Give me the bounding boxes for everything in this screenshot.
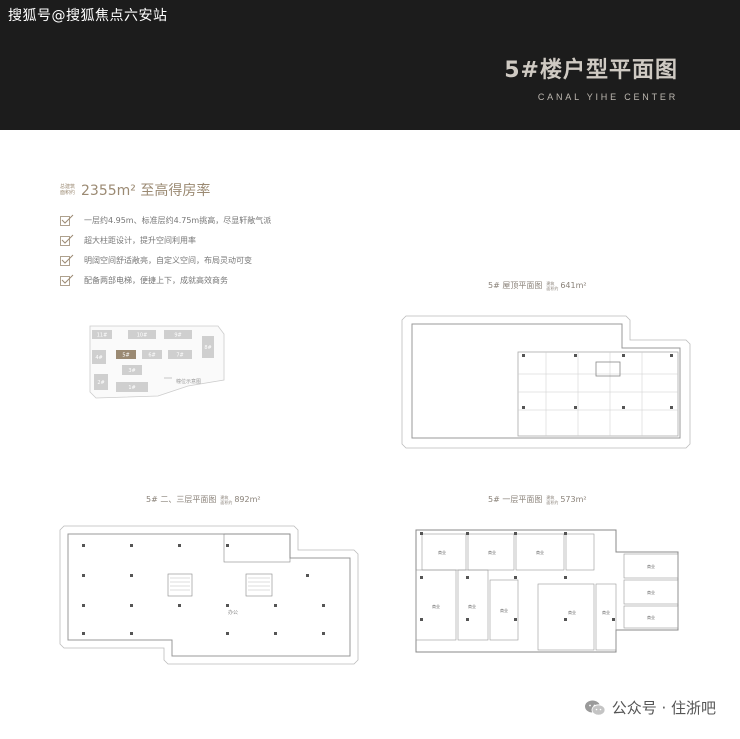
feature-text: 超大柱距设计，提升空间利用率 — [84, 235, 196, 245]
roof-plan-tag-bottom: 面积约 — [546, 285, 559, 291]
room-label: 商业 — [438, 549, 446, 555]
site-building — [202, 336, 214, 358]
upper-plan-area: 892m² — [234, 495, 261, 504]
header-banner: 搜狐号@搜狐焦点六安站 5#楼户型平面图 CANAL YIHE CENTER — [0, 0, 740, 130]
roof-plan — [401, 315, 691, 449]
room-label: 商业 — [568, 609, 576, 615]
check-icon — [60, 254, 74, 266]
upper-plan-name: 5# 二、三层平面图 — [146, 495, 217, 504]
ground-plan-area: 573m² — [560, 495, 587, 504]
upper-floor-plan: 办公 — [59, 525, 359, 665]
feature-list: 一层约4.95m、标准层约4.75m挑高，尽显轩敞气派 超大柱距设计，提升空间利… — [60, 210, 271, 290]
room-label: 办公 — [228, 609, 238, 616]
page-subtitle: CANAL YIHE CENTER — [537, 92, 678, 102]
area-summary: 总建筑 面积约 2355m² 至高得房率 — [60, 180, 210, 200]
feature-item: 一层约4.95m、标准层约4.75m挑高，尽显轩敞气派 — [60, 210, 271, 230]
site-building — [122, 365, 142, 375]
feature-item: 配备两部电梯，便捷上下，成就高效商务 — [60, 270, 271, 290]
site-building — [116, 350, 136, 359]
room-label: 商业 — [536, 549, 544, 555]
site-map-caption: 幢位示意图 — [176, 378, 201, 385]
site-building — [116, 382, 148, 392]
ground-plan-tag-top: 建筑 — [546, 494, 555, 500]
footer-brand: 公众号 · 住浙吧 — [584, 697, 716, 718]
roof-plan-tag: 建筑面积约 — [546, 281, 558, 291]
site-building — [168, 350, 192, 359]
site-building-label: 6# — [148, 353, 155, 359]
site-building-label: 7# — [176, 353, 183, 359]
feature-item: 超大柱距设计，提升空间利用率 — [60, 230, 271, 250]
ground-plan-title: 5# 一层平面图 建筑面积约 573m² — [488, 494, 587, 505]
upper-plan-title: 5# 二、三层平面图 建筑面积约 892m² — [146, 494, 261, 505]
room-label: 商业 — [500, 607, 508, 613]
room-label: 商业 — [488, 549, 496, 555]
room-label: 商业 — [602, 609, 610, 615]
ground-floor-plan: 商业 商业 商业 商业 商业 商业 商业 商业 商业 商业 商业 — [415, 529, 679, 653]
area-text: 2355m² 至高得房率 — [81, 183, 211, 199]
site-map: 11# 10# 9# 4# 5# 6# 7# 8# 3# 2# 1# 幢位示意图 — [89, 325, 225, 399]
wechat-icon — [584, 700, 606, 716]
watermark: 搜狐号@搜狐焦点六安站 — [8, 8, 168, 24]
feature-text: 明阔空间舒适敞亮，自定义空间，布局灵动可变 — [84, 255, 252, 265]
footer-text: 公众号 · 住浙吧 — [611, 699, 716, 717]
roof-plan-tag-top: 建筑 — [546, 280, 555, 286]
site-building-label: 2# — [97, 380, 104, 386]
room-label: 商业 — [432, 603, 440, 609]
area-tag-top: 总建筑 — [60, 184, 76, 190]
check-icon — [60, 214, 74, 226]
room-label: 商业 — [647, 614, 655, 620]
site-building-label: 5# — [122, 353, 129, 359]
upper-plan-tag-top: 建筑 — [220, 494, 229, 500]
area-tag-bottom: 面积约 — [60, 190, 76, 196]
site-building — [92, 350, 106, 364]
feature-text: 配备两部电梯，便捷上下，成就高效商务 — [84, 275, 228, 285]
site-building-label: 9# — [174, 333, 181, 339]
upper-plan-tag-bottom: 面积约 — [220, 499, 233, 505]
roof-plan-area: 641m² — [560, 281, 587, 290]
roof-plan-title: 5# 屋顶平面图 建筑面积约 641m² — [488, 280, 587, 291]
room-label: 商业 — [468, 603, 476, 609]
check-icon — [60, 234, 74, 246]
roof-plan-name: 5# 屋顶平面图 — [488, 281, 543, 290]
site-building — [92, 330, 112, 339]
site-building-label: 4# — [95, 355, 102, 361]
site-building-label: 11# — [97, 333, 108, 339]
ground-plan-name: 5# 一层平面图 — [488, 495, 543, 504]
room-label: 商业 — [647, 563, 655, 569]
ground-plan-tag-bottom: 面积约 — [546, 499, 559, 505]
ground-plan-tag: 建筑面积约 — [546, 495, 558, 505]
site-building-label: 10# — [137, 333, 148, 339]
site-building — [128, 330, 156, 339]
upper-plan-tag: 建筑面积约 — [220, 495, 232, 505]
area-tag: 总建筑 面积约 — [60, 184, 75, 196]
site-building — [142, 350, 162, 359]
site-building-label: 3# — [128, 368, 135, 374]
page-title: 5#楼户型平面图 — [504, 58, 678, 83]
check-icon — [60, 274, 74, 286]
feature-text: 一层约4.95m、标准层约4.75m挑高，尽显轩敞气派 — [84, 215, 272, 225]
site-building-label: 8# — [204, 345, 211, 351]
site-building-label: 1# — [128, 385, 135, 391]
feature-item: 明阔空间舒适敞亮，自定义空间，布局灵动可变 — [60, 250, 271, 270]
site-building — [94, 374, 108, 390]
room-label: 商业 — [647, 589, 655, 595]
site-building — [164, 330, 192, 339]
